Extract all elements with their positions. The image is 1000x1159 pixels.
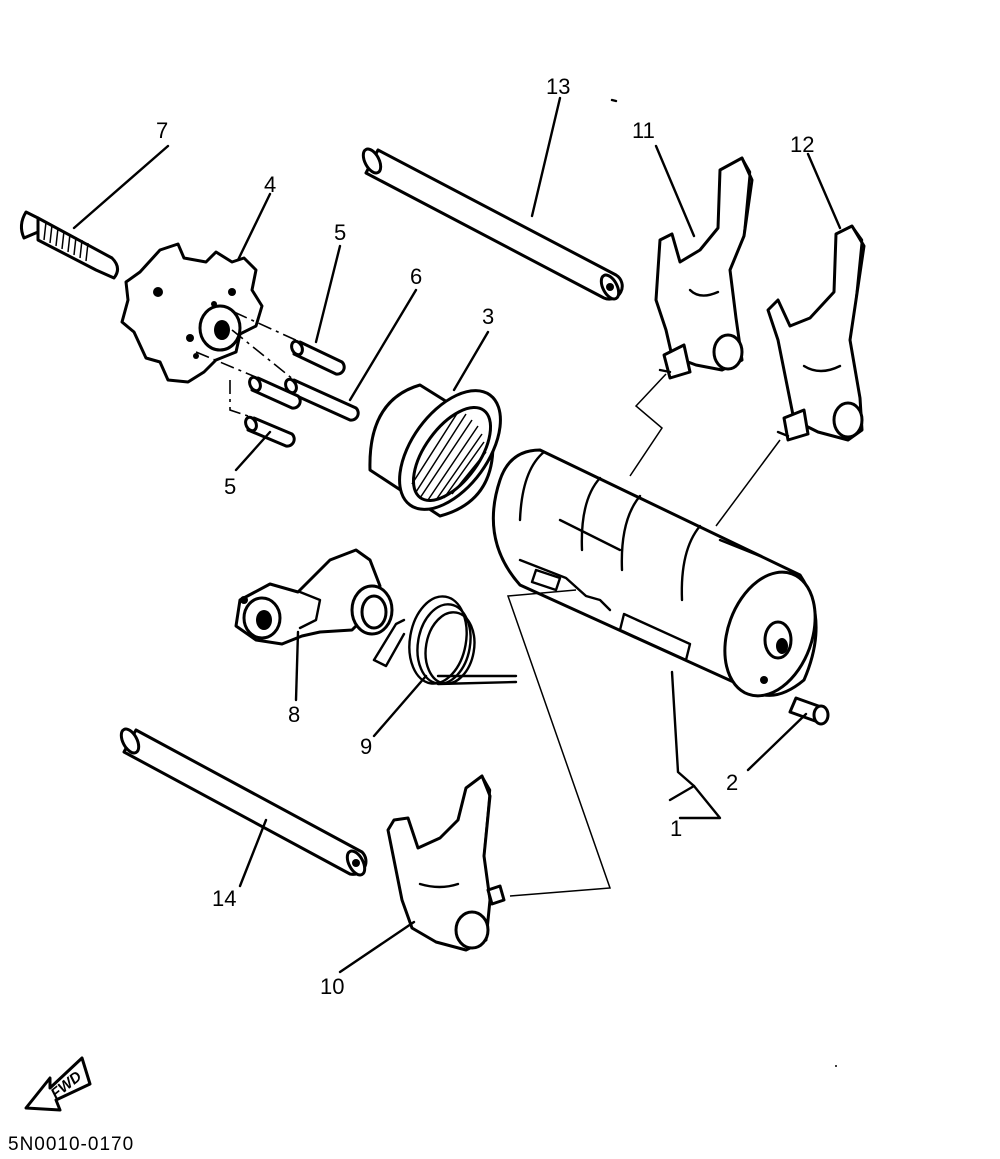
leader-lines (72, 96, 842, 974)
forward-direction-arrow-icon: FWD (24, 1056, 92, 1112)
part-10-shift-fork (386, 774, 506, 952)
part-11-shift-fork (654, 156, 754, 380)
part-3-bearing (368, 383, 502, 518)
part-7-screw (19, 210, 119, 280)
label-part-12: 12 (790, 132, 814, 157)
drawing-code: 5N0010-0170 (8, 1134, 134, 1155)
label-part-9: 9 (360, 734, 372, 759)
part-5-dowel-pin-lower (244, 415, 296, 448)
label-part-13: 13 (546, 74, 570, 99)
label-part-2: 2 (726, 770, 738, 795)
part-4-segment (120, 242, 264, 384)
label-part-11: 11 (632, 118, 655, 143)
part-13-guide-bar (361, 98, 624, 301)
part-2-pin (788, 696, 830, 726)
label-part-10: 10 (320, 974, 344, 999)
label-part-3: 3 (482, 304, 494, 329)
part-12-shift-fork (766, 224, 866, 442)
label-part-4: 4 (264, 172, 276, 197)
part-14-guide-bar (119, 727, 368, 877)
part-6-pin (284, 377, 360, 422)
label-part-8: 8 (288, 702, 300, 727)
part-5-dowel-pin-upper (290, 339, 346, 376)
part-5-dowel-pin-middle (248, 375, 302, 410)
label-part-7: 7 (156, 118, 168, 143)
part-9-torsion-spring (372, 595, 518, 686)
label-part-6: 6 (410, 264, 422, 289)
label-part-14: 14 (212, 886, 236, 911)
part-8-stopper-lever (234, 548, 394, 646)
label-part-1: 1 (670, 816, 682, 841)
label-part-5-upper: 5 (334, 220, 346, 245)
label-part-5-lower: 5 (224, 474, 236, 499)
part-1-shift-cam (491, 448, 818, 698)
